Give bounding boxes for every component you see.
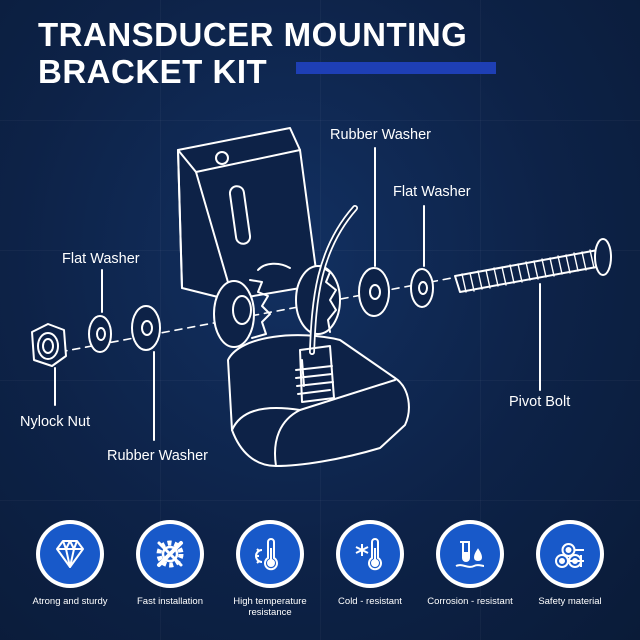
feature-high-temp: High temperature resistance bbox=[220, 520, 320, 618]
mounting-bracket bbox=[177, 127, 341, 348]
feature-strong: Atrong and sturdy bbox=[20, 520, 120, 607]
feature-safety-material: Safety material bbox=[520, 520, 620, 607]
rubber-washer-left bbox=[131, 305, 161, 351]
feature-label: Corrosion - resistant bbox=[427, 596, 513, 607]
flat-washer-left bbox=[88, 315, 112, 353]
flat-washer-right bbox=[410, 268, 434, 308]
title-line-1: TRANSDUCER MOUNTING bbox=[38, 16, 468, 53]
label-pivot-bolt: Pivot Bolt bbox=[509, 394, 571, 410]
title-line-2: BRACKET KIT bbox=[38, 53, 268, 90]
feature-label: Safety material bbox=[538, 596, 602, 607]
feature-label: Cold - resistant bbox=[338, 596, 402, 607]
pivot-bolt bbox=[454, 238, 612, 293]
rubber-washer-right bbox=[358, 267, 390, 317]
gear-wrench-icon bbox=[156, 540, 184, 568]
label-rubber-washer-right: Rubber Washer bbox=[330, 127, 432, 143]
label-rubber-washer-left: Rubber Washer bbox=[107, 448, 209, 464]
feature-label: High temperature resistance bbox=[233, 596, 307, 618]
test-tube-drop-icon bbox=[455, 541, 485, 568]
material-rolls-icon bbox=[555, 543, 584, 568]
feature-cold-resistant: Cold - resistant bbox=[320, 520, 420, 607]
label-flat-washer-left: Flat Washer bbox=[62, 251, 140, 267]
feature-fast-install: Fast installation bbox=[120, 520, 220, 607]
feature-corrosion-resistant: Corrosion - resistant bbox=[420, 520, 520, 607]
page-title: TRANSDUCER MOUNTING BRACKET KIT bbox=[38, 16, 467, 90]
diamond-icon bbox=[56, 540, 84, 568]
thermometer-snowflake-icon bbox=[355, 538, 382, 571]
label-flat-washer-right: Flat Washer bbox=[393, 184, 471, 200]
exploded-diagram bbox=[31, 127, 612, 467]
nylock-nut bbox=[31, 323, 67, 367]
feature-label: Fast installation bbox=[136, 596, 203, 607]
label-nylock-nut: Nylock Nut bbox=[20, 414, 91, 430]
thermometer-sun-icon bbox=[255, 538, 278, 571]
feature-label: Atrong and sturdy bbox=[32, 596, 108, 607]
transducer-cable bbox=[295, 205, 358, 403]
title-accent-bar bbox=[296, 62, 496, 74]
